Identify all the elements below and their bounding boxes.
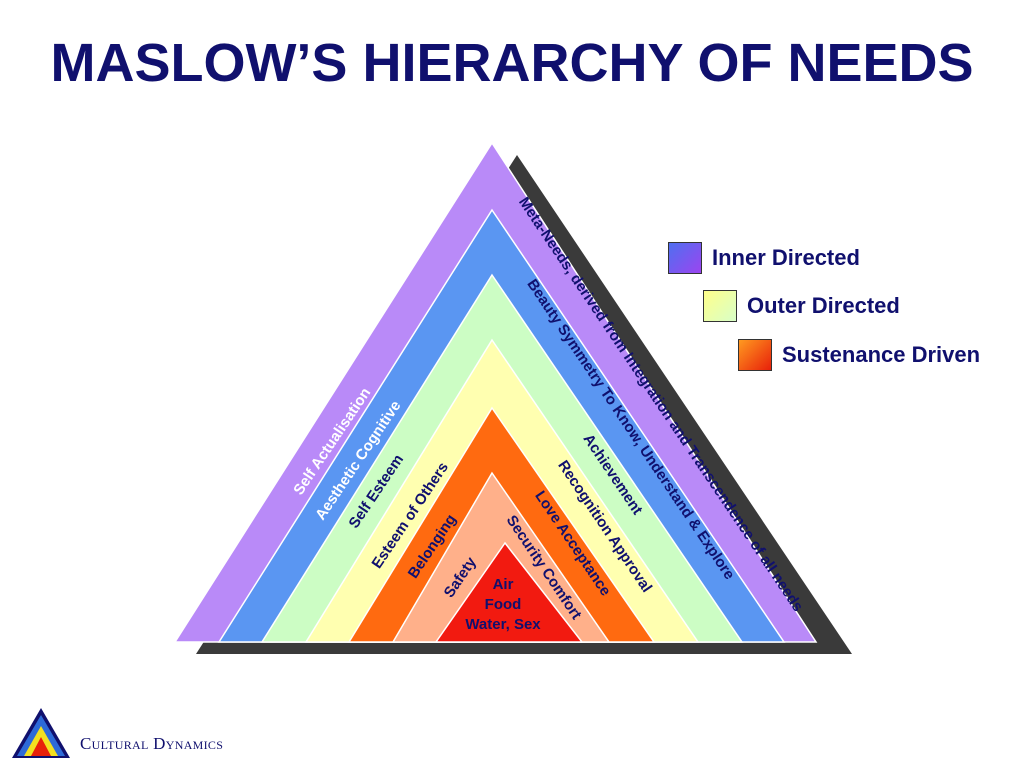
layer-physiological	[434, 541, 584, 643]
label-water-sex: Water, Sex	[465, 616, 541, 633]
legend-label: Inner Directed	[712, 245, 860, 270]
logo-icon	[12, 708, 70, 758]
swatch-inner-directed	[668, 242, 702, 274]
swatch-outer-directed	[703, 290, 737, 322]
brand-name: Cultural Dynamics	[80, 734, 224, 753]
label-air: Air	[493, 576, 514, 593]
legend-outer-directed: Outer Directed	[703, 290, 900, 322]
legend-inner-directed: Inner Directed	[668, 242, 860, 274]
legend-sustenance-driven: Sustenance Driven	[738, 339, 980, 371]
swatch-sustenance-driven	[738, 339, 772, 371]
legend-label: Sustenance Driven	[782, 342, 981, 367]
footer: Cultural Dynamics	[10, 706, 223, 760]
label-food: Food	[485, 596, 522, 613]
legend-label: Outer Directed	[747, 293, 900, 318]
page-title: MASLOW’S HIERARCHY OF NEEDS	[50, 33, 974, 93]
